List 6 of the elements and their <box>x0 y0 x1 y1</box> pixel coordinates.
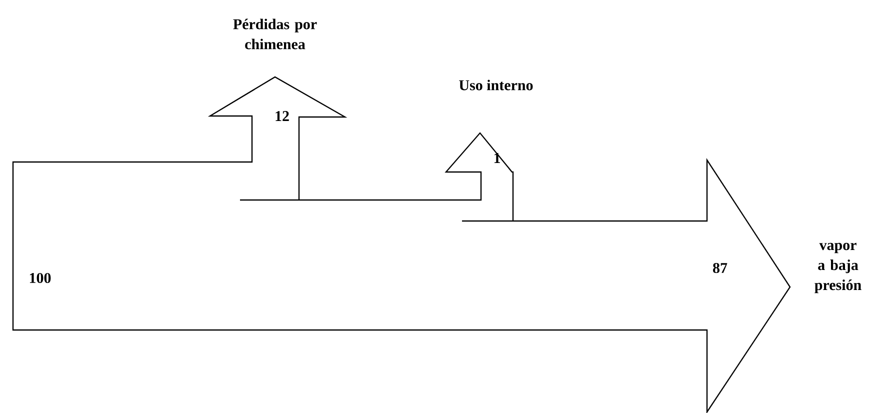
flow-label: Pérdidas por chimenea <box>233 18 317 50</box>
flow-value: 12 <box>276 111 289 121</box>
flow-value: 100 <box>30 272 51 284</box>
flow-label: vapor a baja presión <box>814 242 862 294</box>
flow-label: Uso interno <box>459 80 533 90</box>
flow-value: 87 <box>713 262 728 274</box>
